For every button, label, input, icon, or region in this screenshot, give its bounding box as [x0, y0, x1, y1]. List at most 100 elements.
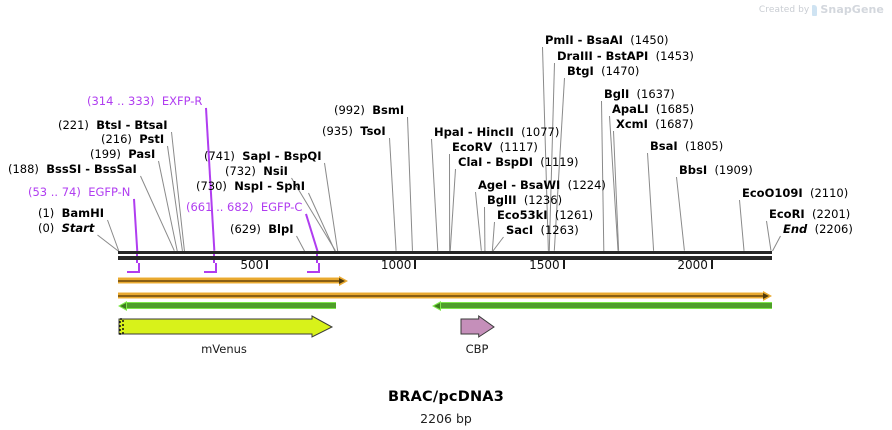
site-name: PmlI - BsaAI [545, 33, 623, 47]
site-name: NsiI [263, 164, 288, 178]
site-name: BtsI - BtsaI [96, 118, 168, 132]
cds-arrow-mvenus[interactable] [118, 315, 334, 339]
site-label-xcmi[interactable]: XcmI (1687) [616, 118, 694, 131]
site-name: EcoO109I [742, 186, 803, 200]
site-name: Start [61, 221, 95, 235]
site-position: (1261) [554, 208, 594, 222]
green-reverse-feature-left-arrowhead-core [120, 302, 126, 309]
plasmid-name: BRAC/pcDNA3 [387, 389, 505, 405]
site-position: (1685) [655, 102, 695, 116]
site-position: (732) [225, 164, 256, 178]
site-label-bgli[interactable]: BglI (1637) [604, 88, 675, 101]
site-label-draiii[interactable]: DraIII - BstAPI (1453) [557, 50, 694, 63]
ruler-tick [562, 260, 565, 269]
site-label-egfp-c[interactable]: (661 .. 682) EGFP-C [186, 201, 302, 214]
leader-line-bbsi [676, 176, 685, 252]
cds-start-marker-mvenus [119, 318, 124, 335]
site-label-pasi[interactable]: (199) PasI [90, 148, 155, 161]
green-reverse-feature-right-arrowhead-core [434, 302, 440, 309]
leader-line-egfp-n [133, 198, 139, 252]
site-label-ecorv[interactable]: EcoRV (1117) [452, 141, 538, 154]
ruler-tick-label: 1000 [380, 258, 412, 272]
site-name: XcmI [616, 117, 648, 131]
site-label-bglii[interactable]: BglII (1236) [487, 194, 562, 207]
site-label-bsmi[interactable]: (992) BsmI [334, 104, 404, 117]
site-label-ecoo109i[interactable]: EcoO109I (2110) [742, 187, 848, 200]
site-label-bsssi[interactable]: (188) BssSI - BssSaI [8, 163, 137, 176]
site-position: (1637) [636, 87, 675, 101]
site-label-bbsi[interactable]: BbsI (1909) [679, 164, 753, 177]
cds-arrow-shape-cbp [460, 315, 495, 338]
site-position: (1687) [655, 117, 694, 131]
site-label-nsii[interactable]: (732) NsiI [225, 165, 288, 178]
site-position: (1077) [521, 125, 560, 139]
site-position: (935) [322, 124, 353, 138]
site-label-btsi[interactable]: (221) BtsI - BtsaI [58, 119, 168, 132]
orange-span-feature-arrowhead-core [763, 292, 769, 299]
site-label-eco53ki[interactable]: Eco53kI (1261) [497, 209, 593, 222]
site-label-pmli[interactable]: PmlI - BsaAI (1450) [545, 34, 669, 47]
leader-line-blpi [296, 235, 306, 252]
site-name: ApaLI [612, 102, 649, 116]
cds-arrow-cbp[interactable] [460, 315, 496, 339]
site-label-egfp-n[interactable]: (53 .. 74) EGFP-N [28, 186, 130, 199]
site-position: (629) [230, 222, 261, 236]
primer-hook-egfp-n [126, 263, 140, 273]
cds-label-cbp: CBP [465, 342, 489, 356]
site-name: BglI [604, 87, 630, 101]
leader-line-clai [449, 168, 456, 252]
site-label-tsoi[interactable]: (935) TsoI [322, 125, 386, 138]
site-position: (1263) [540, 223, 579, 237]
ruler-tick-label: 500 [240, 258, 264, 272]
site-name: TsoI [360, 124, 386, 138]
site-name: BsmI [372, 103, 405, 117]
green-reverse-feature-right-body[interactable] [441, 302, 772, 309]
site-name: PasI [128, 147, 156, 161]
site-label-end[interactable]: End (2206) [783, 223, 853, 236]
leader-line-bglii [484, 206, 486, 252]
site-label-btgi[interactable]: BtgI (1470) [567, 65, 639, 78]
watermark-brand: SnapGene [820, 3, 884, 16]
snapgene-logo-icon [812, 5, 818, 16]
leader-line-agei [475, 191, 482, 252]
site-label-bamhi[interactable]: (1) BamHI [38, 207, 104, 220]
cds-arrow-shape-mvenus [118, 315, 334, 338]
orange-forward-feature-arrowhead-core [339, 277, 345, 284]
site-position: (730) [196, 179, 227, 193]
site-label-apali[interactable]: ApaLI (1685) [612, 103, 694, 116]
site-name: BamHI [61, 206, 105, 220]
site-name: BlpI [268, 222, 294, 236]
green-reverse-feature-left-body[interactable] [127, 302, 336, 309]
site-label-clai[interactable]: ClaI - BspDI (1119) [458, 156, 578, 169]
site-label-hpai[interactable]: HpaI - HincII (1077) [434, 126, 559, 139]
site-name: End [783, 222, 808, 236]
site-label-saci[interactable]: SacI (1263) [506, 224, 579, 237]
site-label-nspi[interactable]: (730) NspI - SphI [196, 180, 305, 193]
site-position: (1805) [684, 139, 724, 153]
site-position: (1224) [567, 178, 606, 192]
site-position: (199) [90, 147, 121, 161]
site-name: EcoRV [452, 140, 493, 154]
site-name: DraIII - BstAPI [557, 49, 649, 63]
site-label-sapi[interactable]: (741) SapI - BspQI [204, 150, 321, 163]
site-label-psti[interactable]: (216) PstI [101, 133, 164, 146]
site-name: NspI - SphI [234, 179, 305, 193]
leader-line-saci [492, 236, 504, 252]
leader-line-end [772, 235, 781, 252]
site-label-agei[interactable]: AgeI - BsaWI (1224) [478, 179, 606, 192]
ruler-tick [414, 260, 417, 269]
site-position: (1119) [540, 155, 579, 169]
ruler-tick [266, 260, 269, 269]
site-label-start[interactable]: (0) Start [38, 222, 94, 235]
site-position: (53 .. 74) [28, 185, 81, 199]
site-label-ecori[interactable]: EcoRI (2201) [769, 208, 850, 221]
site-label-bsai[interactable]: BsaI (1805) [650, 140, 723, 153]
ruler-tick-label: 1500 [529, 258, 560, 272]
site-label-exfp-r[interactable]: (314 .. 333) EXFP-R [87, 95, 202, 108]
site-name: HpaI - HincII [434, 125, 514, 139]
site-label-blpi[interactable]: (629) BlpI [230, 223, 293, 236]
ruler-bar-bottom [118, 256, 772, 260]
site-name: EXFP-R [161, 94, 203, 108]
ruler-tick-label: 2000 [677, 258, 708, 272]
